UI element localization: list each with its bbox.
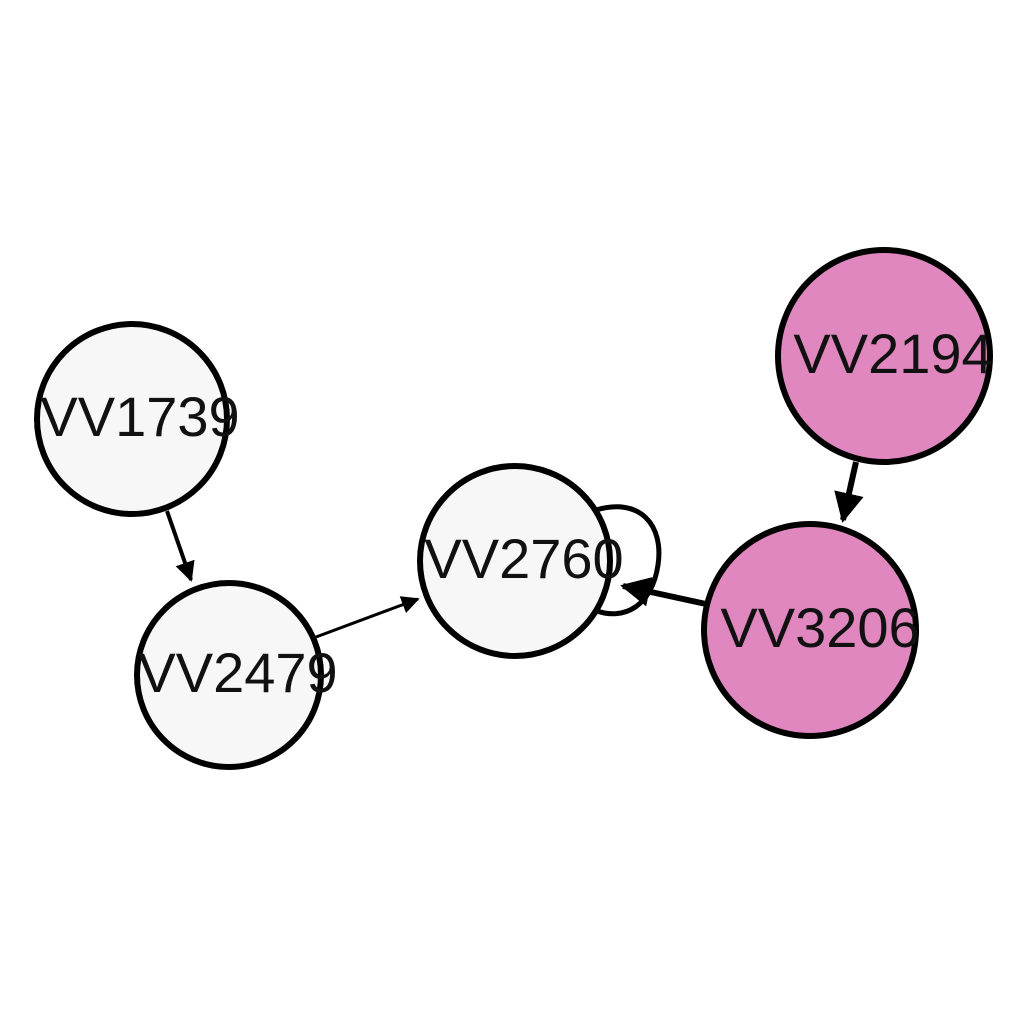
node-label: VV3206 xyxy=(720,596,919,659)
edge-vv2479-vv2760 xyxy=(315,596,420,639)
edges-layer xyxy=(165,461,864,639)
node-vv2194[interactable]: VV2194 xyxy=(775,247,993,465)
node-circle xyxy=(701,521,919,739)
node-vv2479[interactable]: VV2479 xyxy=(134,580,338,770)
node-label: VV1739 xyxy=(40,385,239,448)
edge-vv1739-vv2479 xyxy=(165,510,195,582)
node-label: VV2760 xyxy=(424,527,623,590)
node-circle xyxy=(134,580,324,770)
node-vv1739[interactable]: VV1739 xyxy=(34,321,240,517)
node-circle xyxy=(34,321,230,517)
edge-vv2194-vv3206 xyxy=(834,461,864,523)
node-circle xyxy=(775,247,993,465)
node-vv2760[interactable]: VV2760 xyxy=(417,463,624,659)
nodes-layer: VV1739 VV2479 VV2760 VV2194 VV3206 xyxy=(34,247,993,770)
edge-vv3206-vv2760 xyxy=(620,577,707,607)
edge-vv2760-self-loop xyxy=(593,504,662,617)
node-circle xyxy=(417,463,613,659)
node-label: VV2194 xyxy=(793,322,992,385)
node-vv3206[interactable]: VV3206 xyxy=(701,521,920,739)
node-label: VV2479 xyxy=(138,641,337,704)
